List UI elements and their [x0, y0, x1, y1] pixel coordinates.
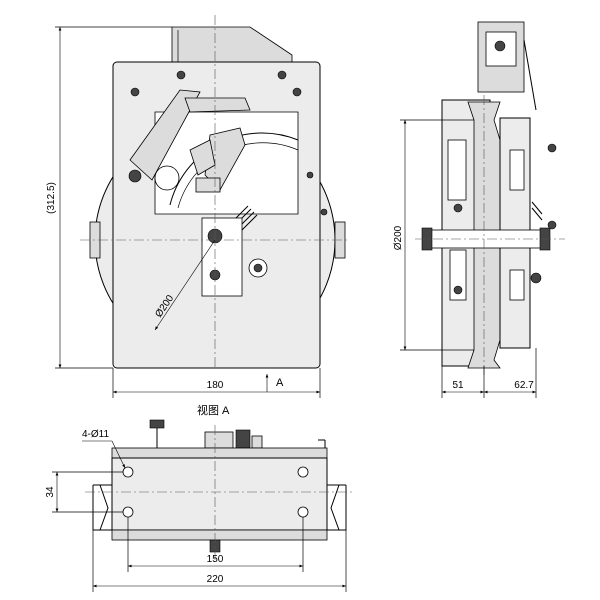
mount-hole	[297, 506, 309, 518]
lower-plate	[111, 529, 328, 541]
front-view: Ø200 (312.5) 180 A	[46, 15, 350, 398]
front-height-dim: (312.5)	[46, 182, 57, 214]
hole-callout: 4-Ø11	[82, 429, 109, 440]
side-left-dim: 51	[452, 380, 464, 391]
overall-width: 220	[207, 574, 224, 585]
plate-bolt	[320, 208, 328, 216]
bottom-view: 视图 A 4-Ø11 34	[45, 403, 352, 592]
plate-bolt	[292, 87, 302, 97]
mount-hole	[122, 466, 134, 478]
plate-bolt	[176, 70, 186, 80]
hole-spacing-h: 150	[207, 554, 224, 565]
mount-hole	[297, 466, 309, 478]
side-right-dim: 62.7	[514, 380, 534, 391]
front-width-dim: 180	[207, 380, 224, 391]
view-a-title: 视图 A	[197, 403, 230, 417]
pawl-housing	[204, 431, 234, 449]
plate-bolt	[277, 70, 287, 80]
mount-hole	[122, 506, 134, 518]
cam-disc	[154, 165, 180, 191]
view-arrow-label: A	[276, 377, 284, 389]
plate-bolt	[306, 171, 314, 179]
governor-lever	[184, 97, 251, 113]
hole-spacing-v: 34	[45, 486, 56, 498]
upper-plate	[111, 447, 328, 459]
base-plate	[111, 457, 328, 531]
top-bracket	[171, 26, 293, 63]
holder-plate	[201, 217, 243, 297]
side-view: Ø200 51 62.7	[393, 21, 565, 398]
plate-bolt	[130, 87, 140, 97]
side-sheave-dia: Ø200	[393, 225, 404, 250]
